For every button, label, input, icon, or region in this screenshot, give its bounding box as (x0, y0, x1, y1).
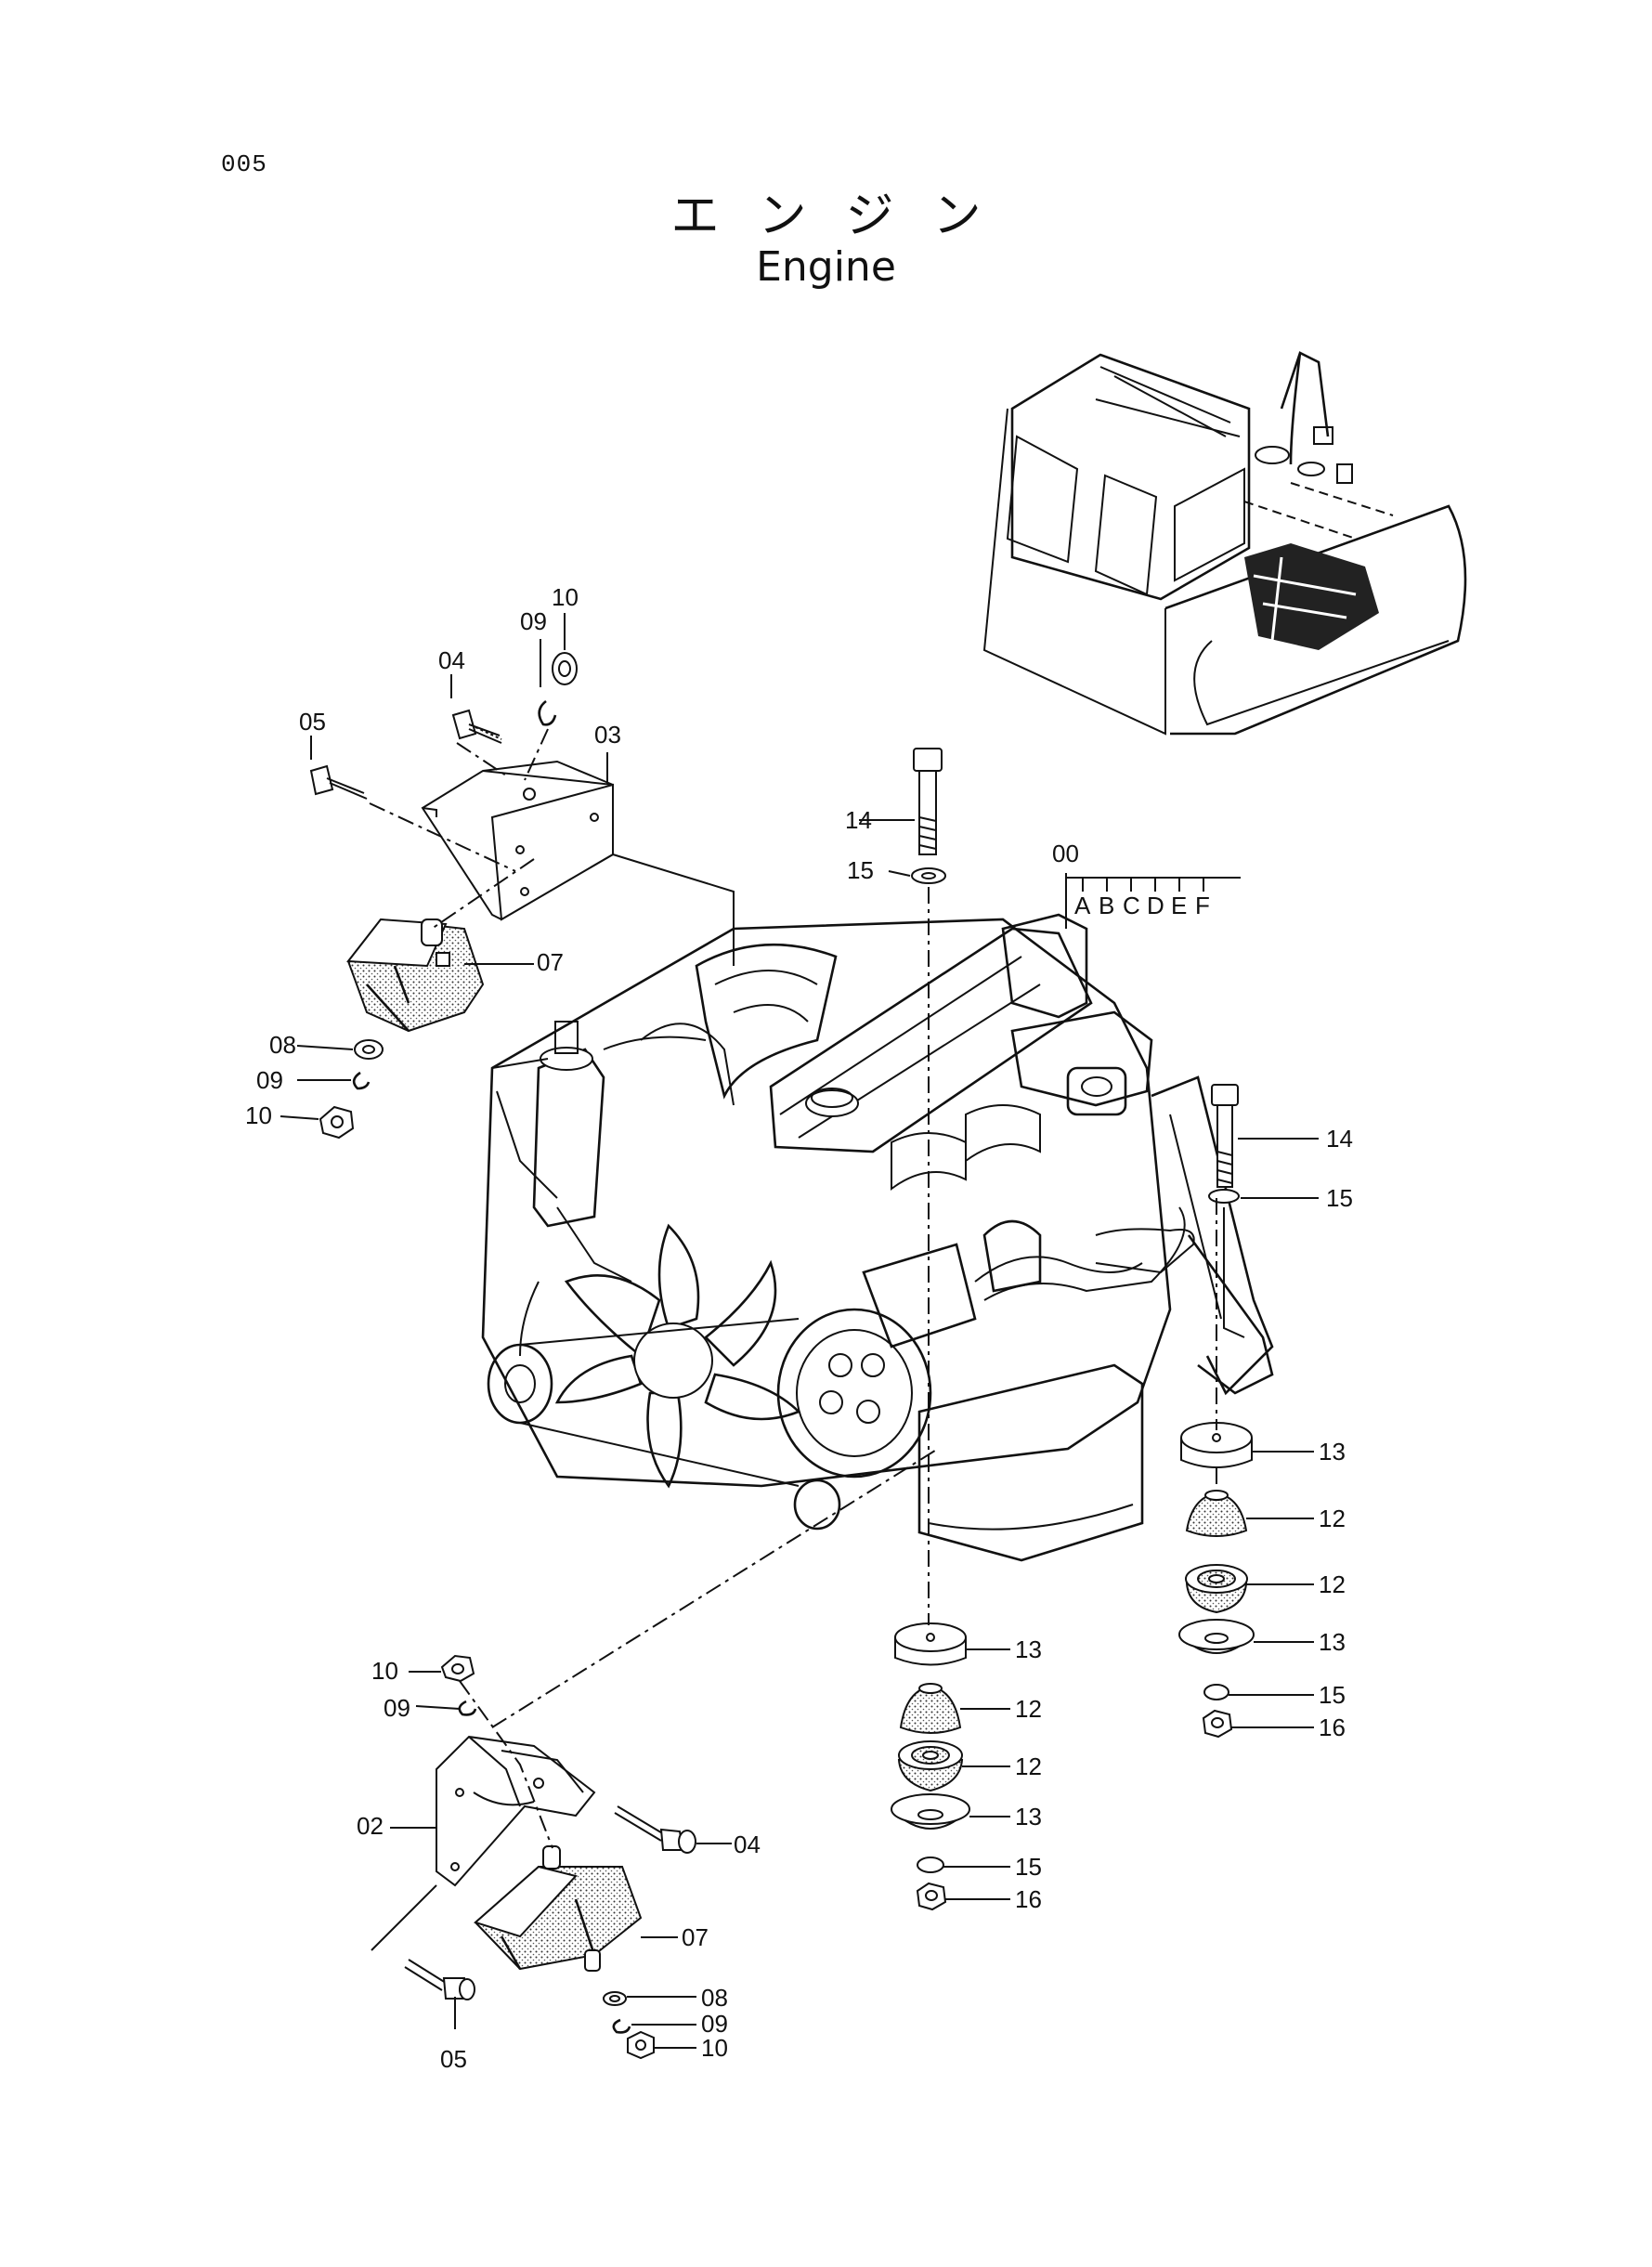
label-16-center: 16 (1015, 1885, 1042, 1913)
label-A: A (1074, 892, 1091, 919)
label-09-left: 09 (256, 1066, 283, 1094)
clip-09-upper (538, 699, 557, 726)
label-E: E (1171, 892, 1187, 919)
label-09-lower-upper: 09 (384, 1694, 410, 1722)
center-lines (369, 728, 1217, 1849)
cooling-fan (554, 1223, 801, 1489)
label-02: 02 (357, 1812, 384, 1840)
label-07-upper: 07 (537, 948, 564, 976)
label-F: F (1195, 892, 1210, 919)
label-13-right-lower: 13 (1319, 1628, 1346, 1656)
bolt-14-right (1211, 1084, 1239, 1188)
bolt-05-upper (309, 764, 368, 800)
label-14-right: 14 (1326, 1125, 1353, 1153)
nut-16-right (1202, 1709, 1233, 1739)
cushion-12-center-upper (899, 1683, 962, 1734)
washer-08-left (354, 1039, 384, 1060)
nut-10-left (319, 1105, 355, 1140)
nut-10-lower-upper (440, 1654, 475, 1683)
engine-assembly-illustration (481, 913, 1274, 1562)
washer-08-lower (603, 1991, 627, 2006)
label-15-center-lower: 15 (1015, 1853, 1042, 1881)
callout-labels: 00 A B C D E F 03 02 04 04 05 05 07 07 0… (245, 583, 1353, 2073)
label-08-lower: 08 (701, 1984, 728, 2012)
label-14-center: 14 (845, 806, 872, 834)
label-13-center-lower: 13 (1015, 1803, 1042, 1831)
bolt-04-upper (451, 709, 502, 744)
clip-09-left (352, 1071, 371, 1090)
label-D: D (1147, 892, 1164, 919)
label-04-lower: 04 (734, 1831, 761, 1858)
clip-09-lower-upper (458, 1700, 477, 1716)
cushion-12-right-lower (1185, 1564, 1248, 1614)
cushion-12-center-lower (897, 1740, 964, 1792)
label-C: C (1123, 892, 1140, 919)
label-B: B (1099, 892, 1114, 919)
label-12-right-lower: 12 (1319, 1570, 1346, 1598)
nut-10-upper (552, 652, 578, 685)
label-12-center-upper: 12 (1015, 1695, 1042, 1723)
lower-left-mount-assembly (436, 1735, 643, 1972)
bolt-04-lower (614, 1805, 696, 1854)
label-10-lower: 10 (701, 2034, 728, 2062)
nut-16-center (916, 1882, 947, 1911)
upper-left-mount-assembly (346, 760, 614, 1033)
label-08-left: 08 (269, 1031, 296, 1059)
page-title-japanese: エンジン (670, 189, 1021, 243)
page-title-english: Engine (756, 243, 896, 291)
engine-location-highlight (1244, 543, 1379, 650)
label-10-lower-upper: 10 (371, 1657, 398, 1685)
label-00: 00 (1052, 840, 1079, 867)
bolt-05-lower (404, 1959, 475, 2000)
label-04-upper: 04 (438, 646, 465, 674)
label-10-upper: 10 (552, 583, 579, 611)
rubber-seat-13-center-upper (894, 1622, 967, 1666)
bolt-14-center (913, 748, 943, 855)
clip-09-lower (612, 2018, 631, 2034)
washer-15-right-lower (1203, 1684, 1229, 1700)
label-10-left: 10 (245, 1101, 272, 1129)
label-12-center-lower: 12 (1015, 1752, 1042, 1780)
label-05-upper: 05 (299, 708, 326, 736)
rubber-seat-13-right-upper (1180, 1422, 1253, 1468)
excavator-locator-illustration (982, 351, 1467, 736)
rubber-seat-13-right-lower (1178, 1619, 1255, 1654)
label-07-lower: 07 (682, 1923, 709, 1951)
page-number: 005 (221, 150, 267, 178)
cushion-12-right-upper (1185, 1490, 1248, 1537)
rubber-seat-13-center-lower (891, 1793, 970, 1830)
label-09-upper: 09 (520, 607, 547, 635)
washer-15-center (911, 867, 946, 884)
label-15-right-lower: 15 (1319, 1681, 1346, 1709)
washer-15-right (1208, 1189, 1240, 1204)
label-05-lower: 05 (440, 2045, 467, 2073)
label-15-right: 15 (1326, 1184, 1353, 1212)
label-03: 03 (594, 721, 621, 749)
label-09-lower: 09 (701, 2010, 728, 2038)
nut-10-lower (627, 2030, 655, 2060)
label-13-right-upper: 13 (1319, 1438, 1346, 1466)
label-16-right: 16 (1319, 1713, 1346, 1741)
label-13-center-upper: 13 (1015, 1635, 1042, 1663)
washer-15-center-lower (917, 1857, 944, 1873)
label-15-center: 15 (847, 856, 874, 884)
label-12-right-upper: 12 (1319, 1505, 1346, 1532)
leader-lines (280, 613, 1319, 2049)
